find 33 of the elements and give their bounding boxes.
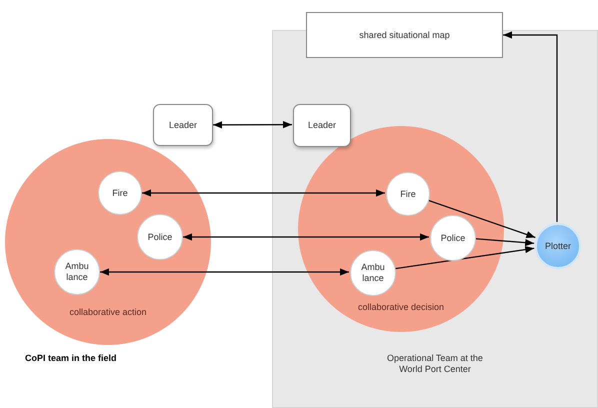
- node-label: Fire: [399, 188, 417, 200]
- arrow: [213, 121, 292, 128]
- node-label: Police: [147, 232, 173, 242]
- role-circle: [350, 250, 396, 296]
- map-box: [306, 12, 503, 58]
- arrow: [142, 189, 385, 197]
- role-circle: [137, 214, 183, 260]
- arrow: [394, 246, 534, 270]
- role-circle: [386, 172, 430, 216]
- panel-label: Operational Team at the World Port Center: [386, 353, 484, 375]
- team-panel: [272, 30, 598, 408]
- plotter-circle: [535, 223, 581, 269]
- arrow: [428, 200, 536, 238]
- node-label: shared situational map: [359, 30, 450, 40]
- node-label: Fire: [111, 188, 129, 198]
- node-label: Plotter: [544, 240, 571, 252]
- team-caption: CoPI team in the field: [25, 353, 117, 364]
- node-label: Ambu lance: [360, 262, 386, 284]
- node-label: Leader: [308, 120, 336, 131]
- node-label: Police: [440, 232, 466, 244]
- arrow: [100, 268, 349, 276]
- role-circle: [98, 171, 142, 215]
- leader-box: [293, 104, 351, 147]
- node-label: Leader: [168, 120, 198, 130]
- leader-box: [153, 104, 213, 146]
- role-circle: [54, 249, 100, 295]
- arrow: [183, 233, 429, 241]
- role-circle: [430, 215, 476, 261]
- circle-label: collaborative decision: [356, 302, 446, 313]
- circle-label: collaborative action: [68, 307, 148, 318]
- arrow: [474, 238, 534, 246]
- arrow: [503, 31, 558, 222]
- node-label: Ambu lance: [64, 261, 90, 283]
